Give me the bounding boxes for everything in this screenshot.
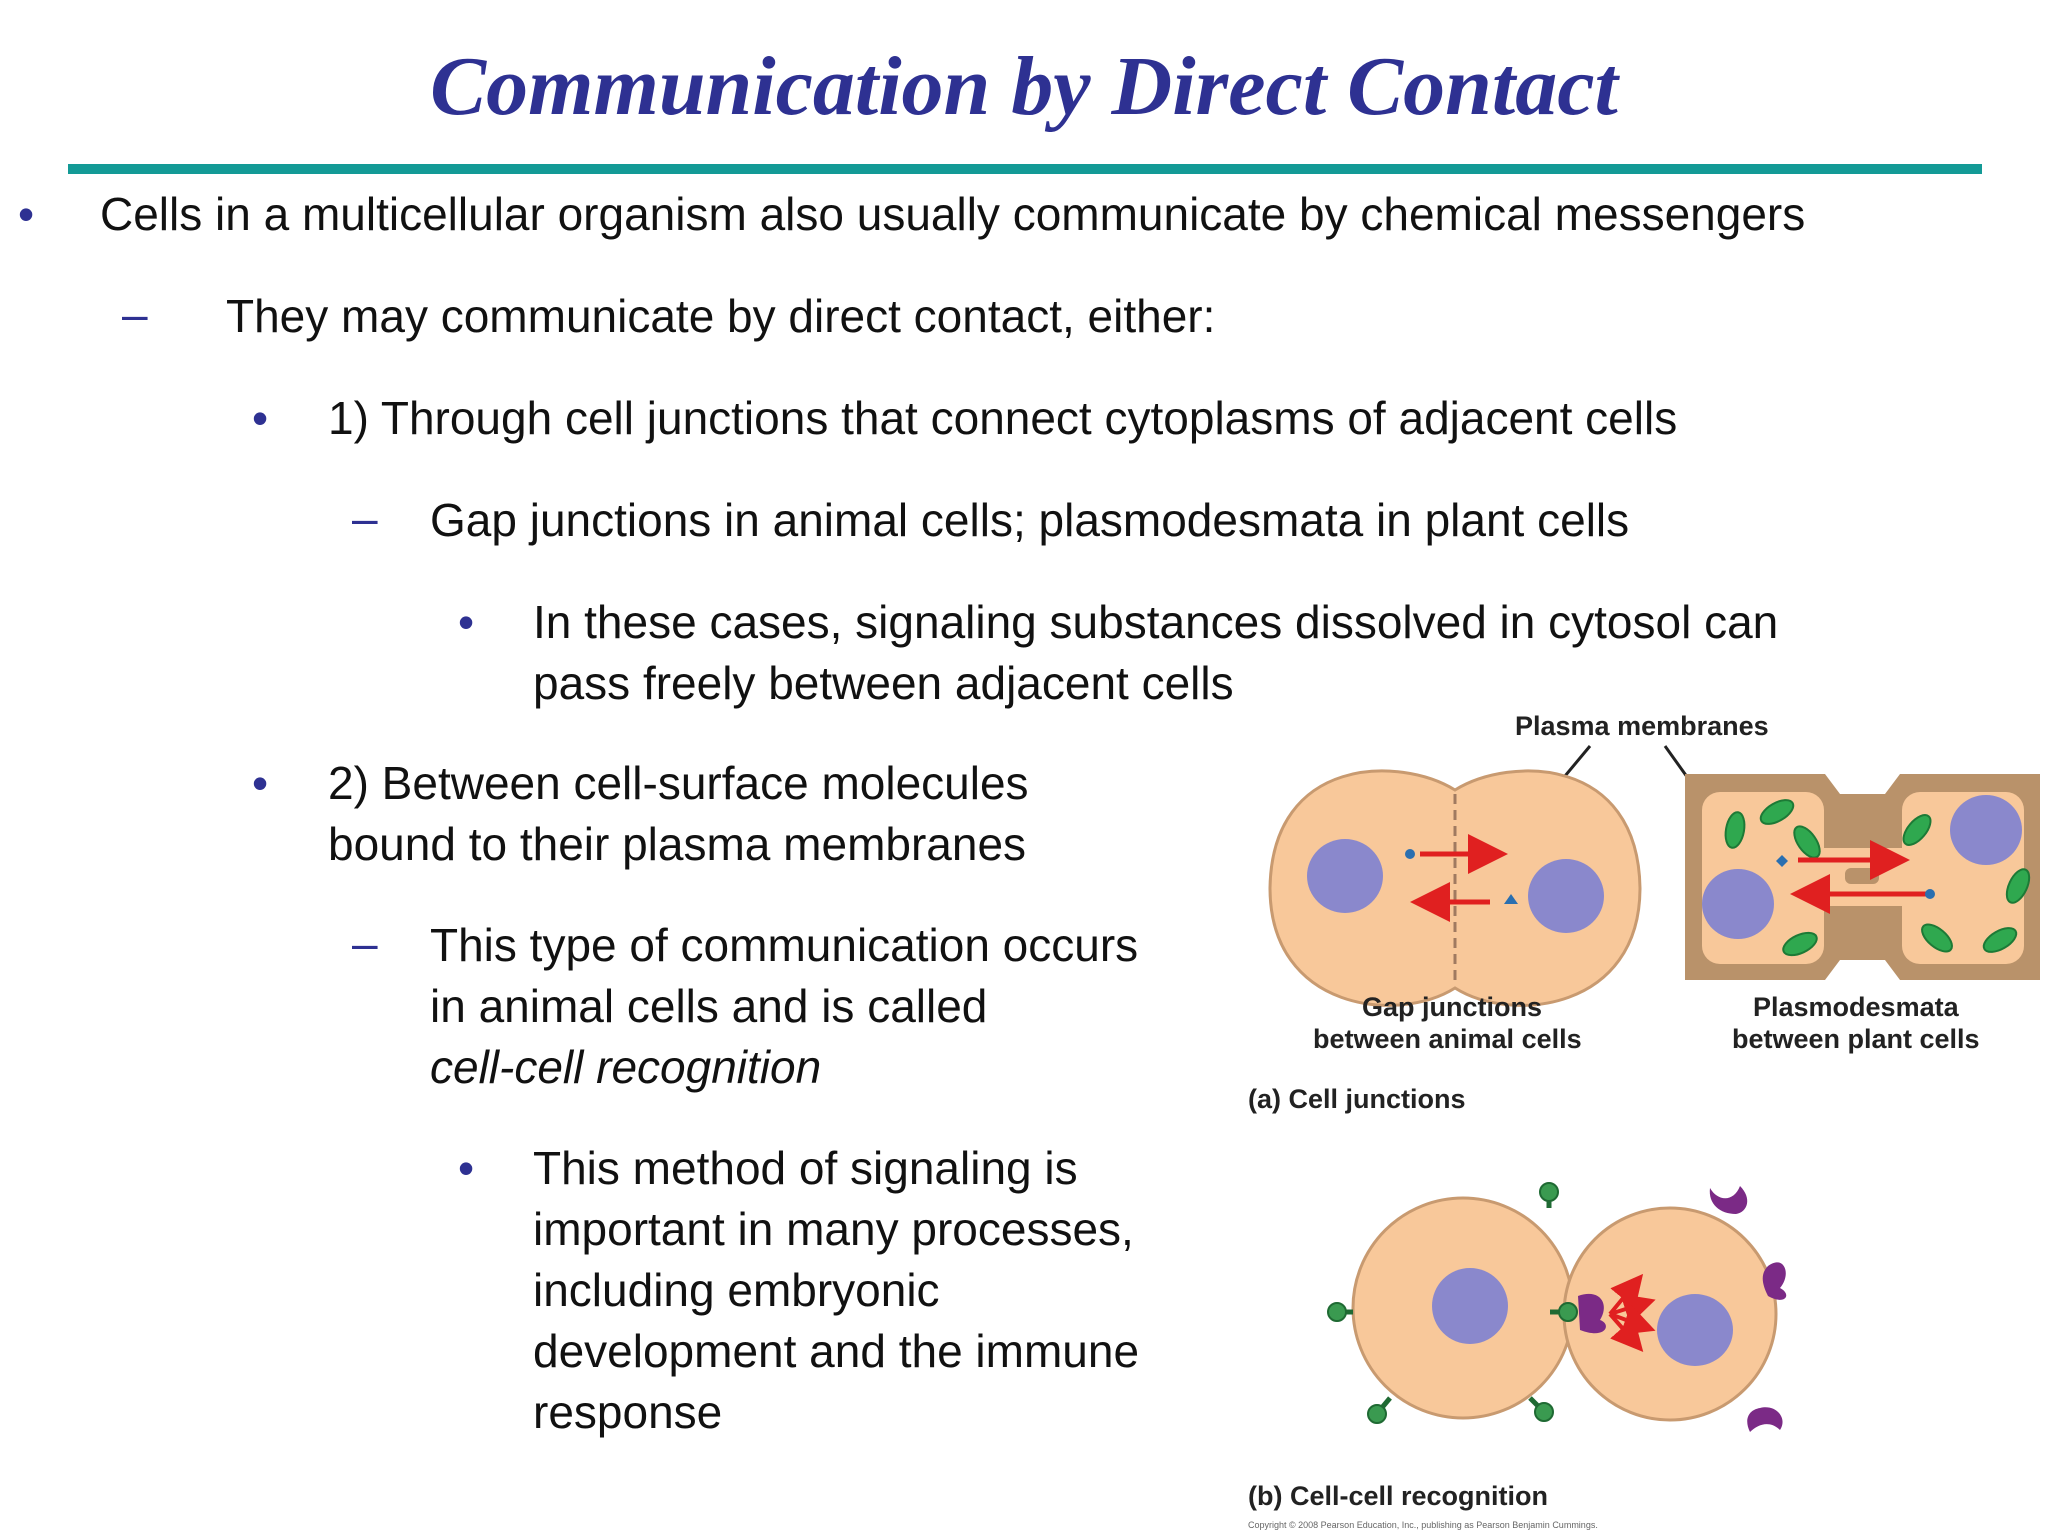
bullet-line: pass freely between adjacent cells xyxy=(533,657,1234,709)
receptor-proteins xyxy=(1578,1186,1787,1432)
bullet-line-italic: cell-cell recognition xyxy=(430,1041,822,1093)
bullet-line: response xyxy=(533,1386,723,1438)
surface-molecules xyxy=(1327,1182,1578,1424)
bullet-text: 1) Through cell junctions that connect c… xyxy=(328,392,1678,444)
dash-marker: – xyxy=(352,917,378,969)
bullet-line: development and the immune xyxy=(533,1325,1140,1377)
nucleus xyxy=(1657,1294,1733,1366)
title-divider xyxy=(68,164,1982,174)
bullet-text: They may communicate by direct contact, … xyxy=(226,290,1216,342)
nucleus xyxy=(1702,869,1774,939)
bullet-marker: • xyxy=(458,1142,475,1194)
plasmodesmata-sublabel: between plant cells xyxy=(1732,1024,1980,1054)
gap-junctions-label: Gap junctions xyxy=(1362,992,1542,1022)
plasmodesmata-cells xyxy=(1685,774,2040,980)
gap-junction-cells xyxy=(1268,769,1642,1007)
bullet-line: in animal cells and is called xyxy=(430,980,988,1032)
plasmodesmata-label: Plasmodesmata xyxy=(1753,992,1960,1022)
bullet-line: including embryonic xyxy=(533,1264,940,1316)
bullet-marker: • xyxy=(252,392,269,444)
cell-communication-figure: Plasma membranes xyxy=(1248,711,2040,1530)
figure-caption-a: (a) Cell junctions xyxy=(1248,1084,1466,1114)
cell-recognition-cells xyxy=(1327,1182,1787,1432)
figure-caption-b: (b) Cell-cell recognition xyxy=(1248,1481,1548,1511)
nucleus xyxy=(1528,859,1604,933)
copyright-note: Copyright © 2008 Pearson Education, Inc.… xyxy=(1248,1520,1598,1530)
bullet-marker: • xyxy=(18,188,35,240)
signal-arrows xyxy=(1608,1273,1656,1353)
nucleus xyxy=(1307,839,1383,913)
dash-marker: – xyxy=(352,492,378,544)
bullet-line: This type of communication occurs xyxy=(430,919,1139,971)
plasma-membranes-label: Plasma membranes xyxy=(1515,711,1769,741)
slide-title: Communication by Direct Contact xyxy=(430,40,1618,133)
bullet-text: Cells in a multicellular organism also u… xyxy=(100,188,1806,240)
gap-junctions-sublabel: between animal cells xyxy=(1313,1024,1582,1054)
bullet-line: In these cases, signaling substances dis… xyxy=(533,596,1779,648)
chloroplasts xyxy=(1724,799,2031,957)
bullet-marker: • xyxy=(252,757,269,809)
bullet-line: bound to their plasma membranes xyxy=(328,818,1027,870)
dash-marker: – xyxy=(122,288,148,340)
bullet-text: Gap junctions in animal cells; plasmodes… xyxy=(430,494,1630,546)
bullet-line: important in many processes, xyxy=(533,1203,1134,1255)
bullet-line: This method of signaling is xyxy=(533,1142,1078,1194)
nucleus xyxy=(1950,795,2022,865)
bullet-marker: • xyxy=(458,596,475,648)
bullet-line: 2) Between cell-surface molecules xyxy=(328,757,1029,809)
nucleus xyxy=(1432,1268,1508,1344)
